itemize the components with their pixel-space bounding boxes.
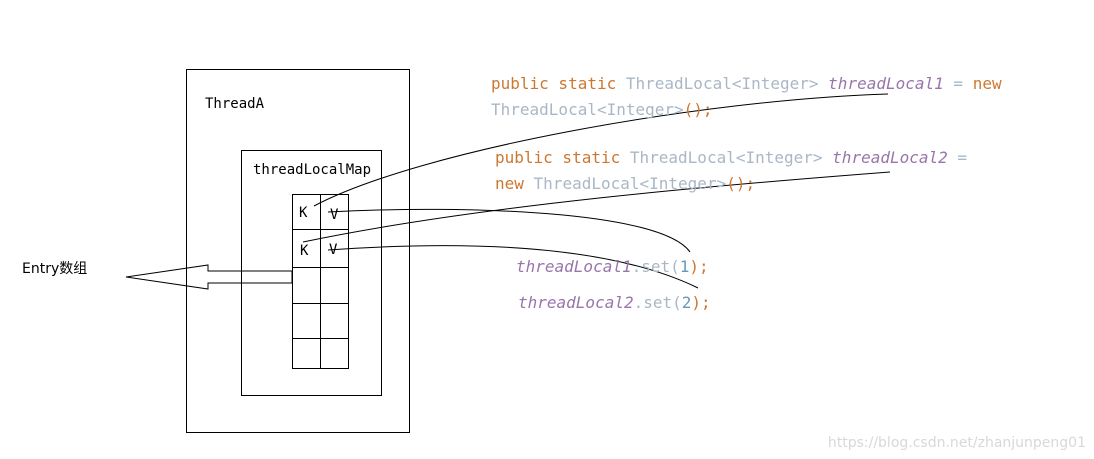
thread-a-title: ThreadA bbox=[205, 96, 265, 112]
code-keyword: public static bbox=[495, 148, 621, 167]
entry-array-label: Entry数组 bbox=[22, 261, 88, 277]
entry-key-1: K bbox=[299, 205, 308, 221]
code-terminator: (); bbox=[726, 174, 756, 193]
code-variable-name: threadLocal1 bbox=[516, 257, 632, 276]
code-equals: = bbox=[957, 148, 968, 167]
entry-value-1: V bbox=[330, 207, 339, 223]
code-terminator: ); bbox=[691, 293, 711, 312]
code-set-call: .set( bbox=[631, 257, 680, 276]
entry-key-2: K bbox=[300, 243, 309, 259]
code-type: ThreadLocal<Integer> bbox=[625, 74, 819, 93]
code-argument: 1 bbox=[679, 257, 690, 276]
code-type: ThreadLocal<Integer> bbox=[629, 148, 823, 167]
code-decl-threadlocal2-line2: new ThreadLocal<Integer>(); bbox=[495, 171, 755, 197]
code-decl-threadlocal1-line1: public static ThreadLocal<Integer> threa… bbox=[491, 71, 1002, 97]
code-keyword: public static bbox=[491, 74, 617, 93]
thread-local-map-title: threadLocalMap bbox=[253, 162, 372, 178]
code-constructor: ThreadLocal<Integer> bbox=[533, 174, 727, 193]
code-new-keyword: new bbox=[495, 174, 524, 193]
thread-local-map-box bbox=[241, 150, 382, 396]
thread-a-box bbox=[186, 69, 410, 433]
code-decl-threadlocal1-line2: ThreadLocal<Integer>(); bbox=[491, 97, 713, 123]
code-terminator: ); bbox=[689, 257, 709, 276]
code-variable-name: threadLocal2 bbox=[832, 148, 948, 167]
entry-value-2: V bbox=[329, 242, 338, 258]
code-set-threadlocal2: threadLocal2.set(2); bbox=[518, 290, 711, 316]
code-equals: = bbox=[953, 74, 964, 93]
code-terminator: (); bbox=[683, 100, 713, 119]
code-variable-name: threadLocal2 bbox=[518, 293, 634, 312]
code-argument: 2 bbox=[681, 293, 692, 312]
code-set-threadlocal1: threadLocal1.set(1); bbox=[516, 254, 709, 280]
watermark-url: https://blog.csdn.net/zhanjunpeng01 bbox=[827, 435, 1086, 451]
code-set-call: .set( bbox=[633, 293, 682, 312]
code-new-keyword: new bbox=[972, 74, 1002, 93]
code-decl-threadlocal2-line1: public static ThreadLocal<Integer> threa… bbox=[495, 145, 967, 171]
code-variable-name: threadLocal1 bbox=[828, 74, 944, 93]
code-constructor: ThreadLocal<Integer> bbox=[491, 100, 684, 119]
